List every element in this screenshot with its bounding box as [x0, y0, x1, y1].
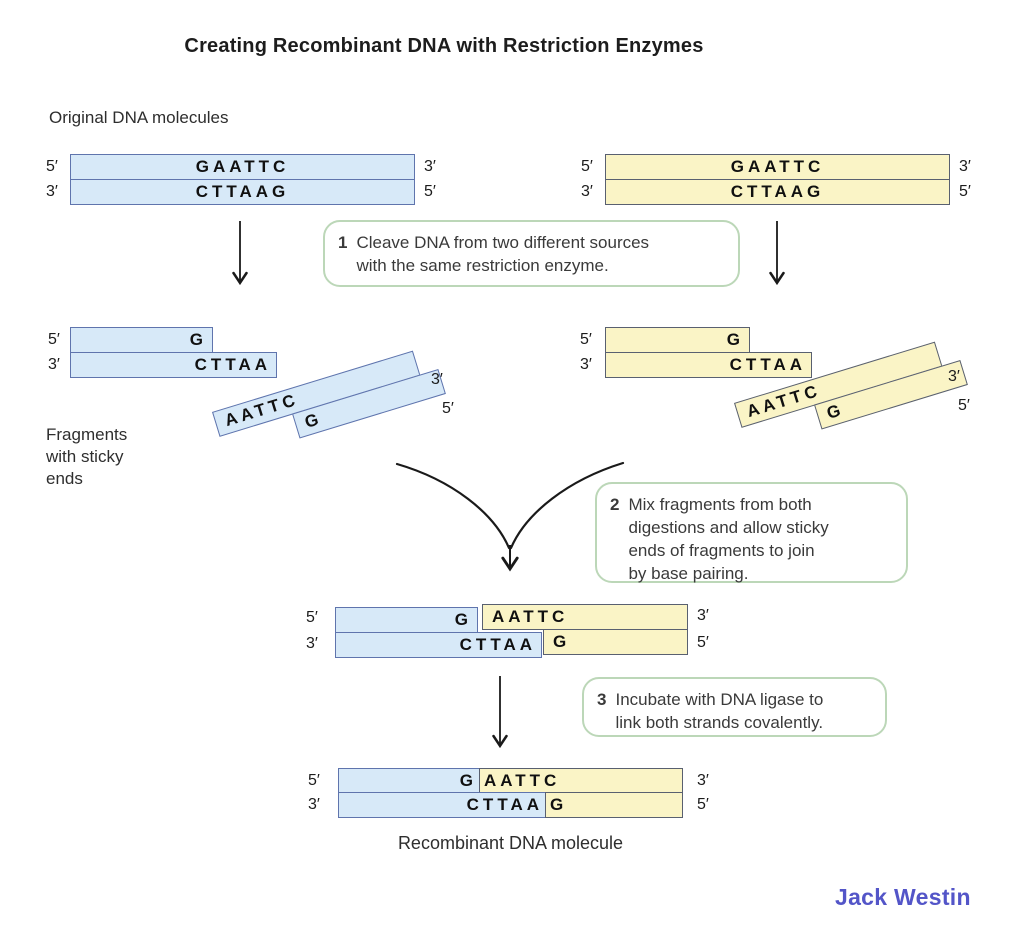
step-3-number: 3 [597, 690, 607, 709]
prime-label: 3′ [948, 368, 960, 385]
fragments-sticky-ends-label: Fragments with sticky ends [46, 425, 128, 488]
prime-label: 3′ [308, 796, 320, 813]
prime-label: 3′ [580, 356, 592, 373]
mix-top-blue-segment: G [335, 607, 478, 633]
dna2-top-strand: GAATTC [605, 154, 950, 180]
recomb-top-blue-segment: G [338, 768, 479, 794]
recomb-bottom-blue-segment: CTTAA [338, 792, 545, 818]
step-2-text: Mix fragments from both digestions and a… [628, 495, 829, 583]
original-dna-label: Original DNA molecules [49, 108, 229, 127]
prime-label: 5′ [48, 331, 60, 348]
prime-label: 3′ [431, 371, 443, 388]
prime-label: 5′ [581, 158, 593, 175]
prime-label: 5′ [959, 183, 971, 200]
frag2-left-bottom-strand: CTTAA [605, 352, 812, 378]
step-1-callout: 1 Cleave DNA from two different sources … [323, 220, 740, 287]
step-1-text: Cleave DNA from two different sources wi… [356, 233, 650, 275]
mix-top-yellow-segment: AATTC [482, 604, 688, 630]
dna1-bottom-strand: CTTAAG [70, 179, 415, 205]
prime-label: 3′ [424, 158, 436, 175]
frag1-left-bottom-strand: CTTAA [70, 352, 277, 378]
prime-label: 5′ [424, 183, 436, 200]
recombinant-dna-label: Recombinant DNA molecule [397, 833, 624, 853]
frag1-left-top-strand: G [70, 327, 213, 353]
prime-label: 5′ [697, 796, 709, 813]
step-3-text: Incubate with DNA ligase to link both st… [615, 690, 824, 732]
prime-label: 5′ [580, 331, 592, 348]
prime-label: 5′ [958, 397, 970, 414]
brand-logo: Jack Westin [835, 884, 971, 910]
prime-label: 3′ [959, 158, 971, 175]
prime-label: 5′ [306, 609, 318, 626]
prime-label: 5′ [442, 400, 454, 417]
step-2-number: 2 [610, 495, 620, 514]
step-2-callout: 2 Mix fragments from both digestions and… [595, 482, 908, 583]
frag2-left-top-strand: G [605, 327, 750, 353]
recomb-bottom-yellow-segment: G [545, 792, 683, 818]
step-1-number: 1 [338, 233, 348, 252]
prime-label: 3′ [581, 183, 593, 200]
mix-curve-left [395, 462, 511, 550]
prime-label: 3′ [697, 772, 709, 789]
mix-bottom-blue-segment: CTTAA [335, 632, 542, 658]
prime-label: 3′ [48, 356, 60, 373]
prime-label: 3′ [306, 635, 318, 652]
prime-label: 3′ [697, 607, 709, 624]
dna1-top-strand: GAATTC [70, 154, 415, 180]
prime-label: 5′ [46, 158, 58, 175]
recomb-top-yellow-segment: AATTC [479, 768, 683, 794]
step-3-callout: 3 Incubate with DNA ligase to link both … [582, 677, 887, 737]
prime-label: 3′ [46, 183, 58, 200]
prime-label: 5′ [697, 634, 709, 651]
dna2-bottom-strand: CTTAAG [605, 179, 950, 205]
prime-label: 5′ [308, 772, 320, 789]
mix-bottom-yellow-segment: G [543, 629, 688, 655]
diagram-title: Creating Recombinant DNA with Restrictio… [184, 35, 704, 57]
